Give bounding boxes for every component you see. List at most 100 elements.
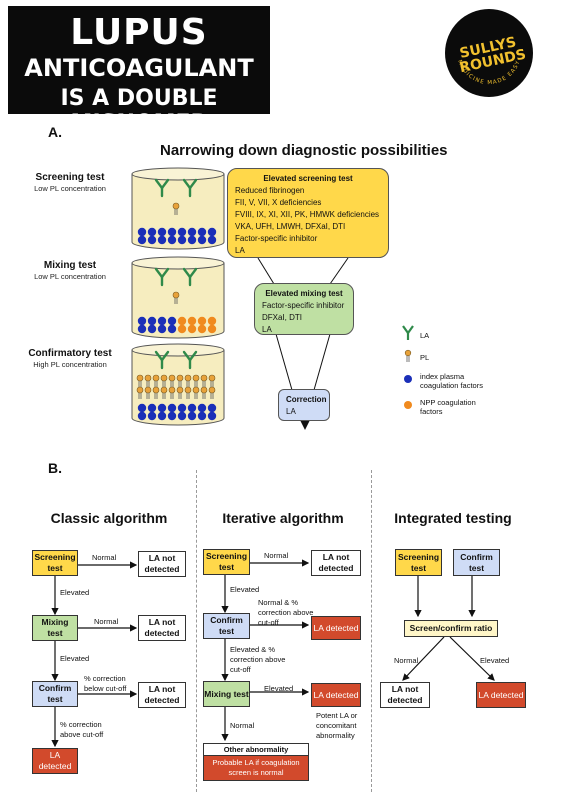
elevated-mixing-title: Elevated mixing test (265, 289, 343, 298)
phospholipid-icon (152, 386, 160, 399)
other-abnormality-box: Other abnormality Probable LA if coagula… (203, 743, 309, 781)
coagulation-factor (197, 411, 207, 421)
screen-confirm-ratio-box: Screen/confirm ratio (404, 620, 498, 637)
panel-b-label: B. (48, 460, 62, 476)
integrated-confirm-box: Confirm test (453, 549, 500, 576)
iterative-la-detected-2: LA detected (311, 683, 361, 707)
coagulation-factor (167, 324, 177, 334)
coagulation-factor (147, 403, 157, 413)
coagulation-factor (167, 316, 177, 326)
screening-line: VKA, UFH, LMWH, DFXaI, DTI (235, 222, 346, 231)
integrated-screening-box: Screening test (395, 549, 442, 576)
screening-line: FVIII, IX, XI, XII, PK, HMWK deficiencie… (235, 210, 380, 219)
antibody-icon (154, 178, 170, 198)
phospholipid-icon (144, 374, 152, 387)
confirmatory-test-sub: High PL concentration (33, 360, 107, 369)
coagulation-factor (177, 411, 187, 421)
antibody-icon (182, 178, 198, 198)
classic-la-not-detected-1: LA not detected (138, 551, 186, 577)
correction-line: LA (286, 407, 296, 416)
classic-la-not-detected-3: LA not detected (138, 682, 186, 708)
phospholipid-icon (208, 374, 216, 387)
iterative-la-detected-1: LA detected (311, 616, 361, 640)
iterative-normal-label-2: Normal (230, 721, 255, 730)
coagulation-factor (137, 227, 147, 237)
classic-normal-label-2: Normal (94, 617, 119, 626)
coagulation-factor (167, 227, 177, 237)
legend-npp: NPP coagulation factors (420, 398, 476, 417)
mixing-tube (131, 256, 225, 339)
phospholipid-icon (160, 386, 168, 399)
classic-la-detected: LA detected (32, 748, 78, 774)
coagulation-factor (207, 403, 217, 413)
probable-la-text: Probable LA if coagulation screen is nor… (203, 756, 309, 781)
title-line-1: LUPUS (70, 12, 208, 53)
integrated-elevated-label: Elevated (480, 656, 510, 665)
iterative-normal-label: Normal (264, 551, 289, 560)
coagulation-factor (157, 411, 167, 421)
antibody-icon (182, 350, 198, 370)
iterative-elevated-label-1: Elevated (230, 585, 260, 594)
coagulation-factor (137, 316, 147, 326)
coagulation-factor (207, 227, 217, 237)
column-divider-2 (371, 470, 372, 792)
coagulation-factor (177, 235, 187, 245)
phospholipid-icon (200, 374, 208, 387)
phospholipid-icon (144, 386, 152, 399)
coagulation-factor (137, 403, 147, 413)
integrated-title: Integrated testing (394, 510, 512, 526)
title-banner: LUPUS ANTICOAGULANT IS A DOUBLE MISNOMER (8, 6, 270, 136)
iterative-potent-label: Potent LA or concomitant abnormality (316, 711, 358, 740)
coagulation-factor (207, 316, 217, 326)
screening-line: LA (235, 246, 245, 255)
sullys-rounds-logo: SULLYS ROUNDS MEDICINE MADE EASY (445, 9, 533, 97)
classic-screening-box: Screening test (32, 550, 78, 576)
iterative-title: Iterative algorithm (222, 510, 344, 526)
other-abnormality-title: Other abnormality (203, 743, 309, 756)
phospholipid-icon (192, 386, 200, 399)
panel-a-title: Narrowing down diagnostic possibilities (160, 142, 448, 159)
coagulation-factor (197, 227, 207, 237)
iterative-la-not-detected: LA not detected (311, 550, 361, 576)
npp-factor-icon (404, 401, 412, 409)
mixing-test-sub: Low PL concentration (34, 272, 106, 281)
coagulation-factor (187, 227, 197, 237)
classic-la-not-detected-2: LA not detected (138, 615, 186, 641)
phospholipid-icon (200, 386, 208, 399)
phospholipid-icon (184, 386, 192, 399)
panel-a-label: A. (48, 124, 62, 140)
antibody-icon (154, 350, 170, 370)
classic-below-cutoff-label: % correction below cut-off (84, 674, 127, 693)
phospholipid-icon (152, 374, 160, 387)
coagulation-factor (147, 324, 157, 334)
phospholipid-icon (208, 386, 216, 399)
coagulation-factor (177, 403, 187, 413)
legend-index-plasma: index plasma coagulation factors (420, 372, 483, 391)
coagulation-factor (197, 316, 207, 326)
coagulation-factor (207, 411, 217, 421)
iterative-confirm-box: Confirm test (203, 613, 250, 639)
mixing-line: Factor-specific inhibitor (262, 301, 345, 310)
phospholipid-icon (160, 374, 168, 387)
coagulation-factor (157, 235, 167, 245)
classic-mixing-box: Mixing test (32, 615, 78, 641)
coagulation-factor (207, 324, 217, 334)
coagulation-factor (147, 316, 157, 326)
screening-line: Reduced fibrinogen (235, 186, 305, 195)
coagulation-factor (197, 235, 207, 245)
coagulation-factor (177, 227, 187, 237)
coagulation-factor (167, 403, 177, 413)
coagulation-factor (197, 324, 207, 334)
screening-test-name: Screening test (35, 172, 105, 183)
iterative-elevated-label-2: Elevated (264, 684, 294, 693)
coagulation-factor (187, 403, 197, 413)
confirmatory-test-name: Confirmatory test (28, 348, 112, 359)
mixing-line: LA (262, 325, 272, 334)
coagulation-factor (147, 227, 157, 237)
title-line-3: IS A DOUBLE MISNOMER (60, 86, 218, 136)
tube-rim (131, 256, 225, 270)
coagulation-factor (157, 324, 167, 334)
integrated-normal-label: Normal (394, 656, 419, 665)
